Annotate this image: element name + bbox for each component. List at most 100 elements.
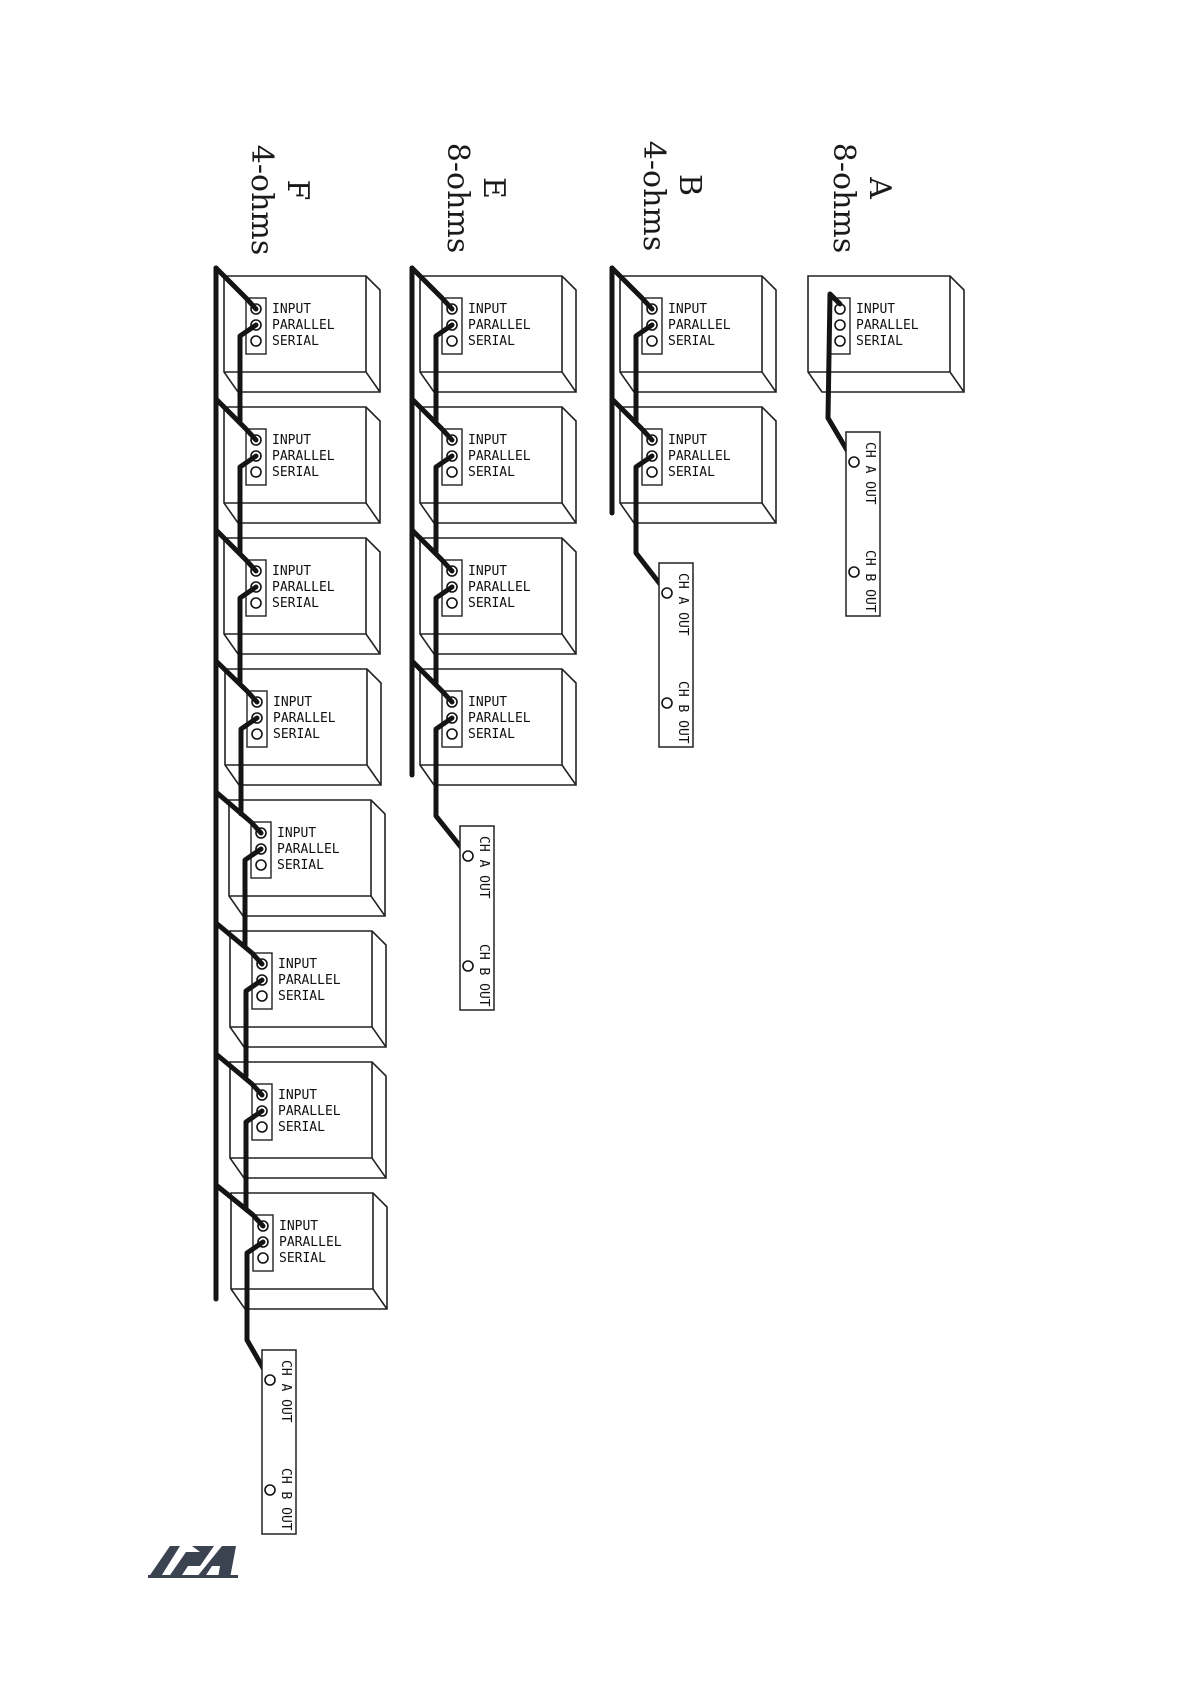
ch-b-out-label: CH B OUT	[862, 550, 877, 613]
serial-jack	[834, 335, 846, 347]
input-label: INPUT	[278, 957, 317, 972]
ch-b-out-label: CH B OUT	[675, 681, 690, 744]
parallel-label: PARALLEL	[279, 1235, 342, 1250]
cabinet-layer: INPUTPARALLELSERIALINPUTPARALLELSERIALIN…	[223, 275, 965, 1310]
ch-b-out-label: CH B OUT	[278, 1468, 293, 1531]
speaker-cable	[409, 658, 455, 705]
serial-label: SERIAL	[278, 1120, 325, 1135]
config-b-impedance: 4-ohms	[636, 141, 671, 251]
speaker-cable	[633, 549, 670, 596]
input-label: INPUT	[668, 433, 707, 448]
speaker-cable	[609, 396, 655, 443]
parallel-label: PARALLEL	[278, 1104, 341, 1119]
serial-jack	[646, 466, 658, 478]
serial-label: SERIAL	[468, 334, 515, 349]
parallel-label: PARALLEL	[468, 449, 531, 464]
serial-jack	[446, 597, 458, 609]
heading-config-e: E 8-ohms	[440, 143, 511, 253]
speaker-cable	[237, 322, 259, 424]
speaker-cable	[213, 789, 264, 836]
config-f-impedance: 4-ohms	[244, 145, 279, 255]
config-f-amplifier: CH A OUT CH B OUT	[261, 1349, 297, 1535]
ch-b-out-jack	[462, 960, 474, 972]
serial-jack	[257, 1252, 269, 1264]
amplifier-outputs: CH A OUT CH B OUT	[261, 1349, 297, 1535]
serial-jack	[256, 1121, 268, 1133]
serial-label: SERIAL	[668, 334, 715, 349]
heading-config-b: B 4-ohms	[636, 141, 707, 251]
speaker-cable	[433, 584, 455, 686]
config-e-impedance: 8-ohms	[440, 143, 475, 253]
speaker-cable	[237, 584, 259, 686]
parallel-label: PARALLEL	[272, 318, 335, 333]
speaker-cable	[213, 396, 259, 443]
serial-label: SERIAL	[279, 1251, 326, 1266]
config-f-wiring	[213, 265, 273, 1383]
serial-label: SERIAL	[273, 727, 320, 742]
parallel-label: PARALLEL	[272, 580, 335, 595]
speaker-cable	[243, 977, 265, 1079]
parallel-label: PARALLEL	[856, 318, 919, 333]
parallel-label: PARALLEL	[278, 973, 341, 988]
input-label: INPUT	[856, 302, 895, 317]
input-label: INPUT	[277, 826, 316, 841]
speaker-cable	[409, 265, 455, 312]
config-a-letter: A	[862, 176, 897, 199]
serial-jack	[646, 335, 658, 347]
speaker-cable	[633, 453, 655, 555]
input-label: INPUT	[272, 302, 311, 317]
input-label: INPUT	[273, 695, 312, 710]
serial-label: SERIAL	[468, 727, 515, 742]
parallel-label: PARALLEL	[468, 318, 531, 333]
speaker-cable	[213, 265, 259, 312]
ch-a-out-jack	[661, 587, 673, 599]
ch-a-out-label: CH A OUT	[278, 1360, 293, 1423]
config-e-letter: E	[476, 177, 511, 199]
ch-b-out-jack	[264, 1484, 276, 1496]
config-f-letter: F	[280, 180, 315, 201]
parallel-label: PARALLEL	[468, 580, 531, 595]
input-label: INPUT	[272, 433, 311, 448]
parallel-label: PARALLEL	[668, 318, 731, 333]
ch-a-out-label: CH A OUT	[476, 836, 491, 899]
input-label: INPUT	[468, 302, 507, 317]
speaker-cable	[213, 920, 265, 967]
ch-b-out-jack	[661, 697, 673, 709]
config-a-impedance: 8-ohms	[826, 143, 861, 253]
serial-jack	[446, 728, 458, 740]
config-b-letter: B	[672, 174, 707, 196]
speaker-cable	[433, 453, 455, 555]
parallel-jack	[834, 319, 846, 331]
ch-a-out-jack	[848, 456, 860, 468]
input-label: INPUT	[468, 695, 507, 710]
serial-jack	[250, 466, 262, 478]
input-label: INPUT	[278, 1088, 317, 1103]
serial-label: SERIAL	[277, 858, 324, 873]
serial-label: SERIAL	[856, 334, 903, 349]
input-label: INPUT	[468, 433, 507, 448]
serial-label: SERIAL	[278, 989, 325, 1004]
speaker-cable	[633, 322, 655, 424]
serial-jack	[256, 990, 268, 1002]
speaker-cable	[238, 715, 260, 817]
parallel-label: PARALLEL	[277, 842, 340, 857]
speaker-cable	[409, 527, 455, 574]
